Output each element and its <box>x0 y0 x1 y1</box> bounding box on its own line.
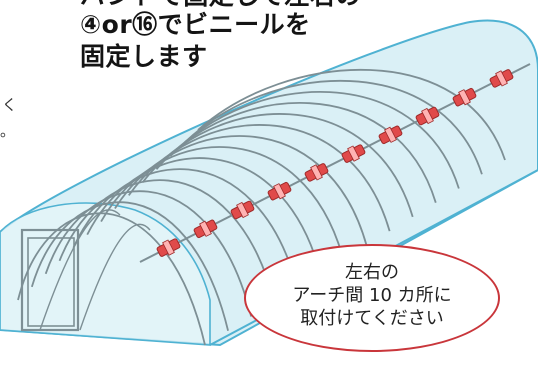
callout-line-3: 取付けてください <box>300 308 444 329</box>
arch-pipe <box>86 157 322 275</box>
arch-pipe <box>169 90 460 189</box>
clip-icon <box>156 238 181 257</box>
door-inner-frame <box>27 237 75 327</box>
clip-icon <box>267 181 292 201</box>
clip-icon <box>378 125 403 145</box>
side-note-fragment-2: 。 <box>0 122 16 140</box>
callout-line-1: 左右の <box>345 262 399 283</box>
arch-pipe <box>30 201 229 331</box>
arch-pipe <box>44 190 253 317</box>
clip-icon <box>452 87 477 107</box>
arch-frames <box>17 68 506 346</box>
door <box>20 228 80 332</box>
arch-pipe <box>114 135 368 246</box>
clip-icon <box>489 69 514 88</box>
end-brace <box>39 209 121 331</box>
clip-icon <box>341 144 366 163</box>
arch-pipe <box>100 146 345 260</box>
clip-icon <box>304 163 329 182</box>
door-frame <box>20 228 80 332</box>
instruction-line-2: ④or⑯でビニールを <box>80 10 311 39</box>
arch-pipe <box>197 68 506 161</box>
callout-line-2: アーチ間 10 カ所に <box>292 285 452 306</box>
arch-pipe <box>72 168 299 289</box>
instruction-line-1: バンドで固定して左右の <box>80 0 361 11</box>
arch-pipe <box>17 212 206 346</box>
clip-icon <box>415 106 440 126</box>
side-note-fragment-1: く <box>2 96 18 114</box>
end-brace <box>79 223 151 331</box>
clip-row <box>156 69 514 257</box>
callout-bubble: 左右の アーチ間 10 カ所に 取付けてください <box>244 244 500 352</box>
clip-icon <box>193 219 218 239</box>
clip-icon <box>230 200 255 220</box>
arch-pipe <box>58 179 276 303</box>
instruction-line-3: 固定します <box>80 42 208 71</box>
arch-pipe <box>183 79 483 175</box>
